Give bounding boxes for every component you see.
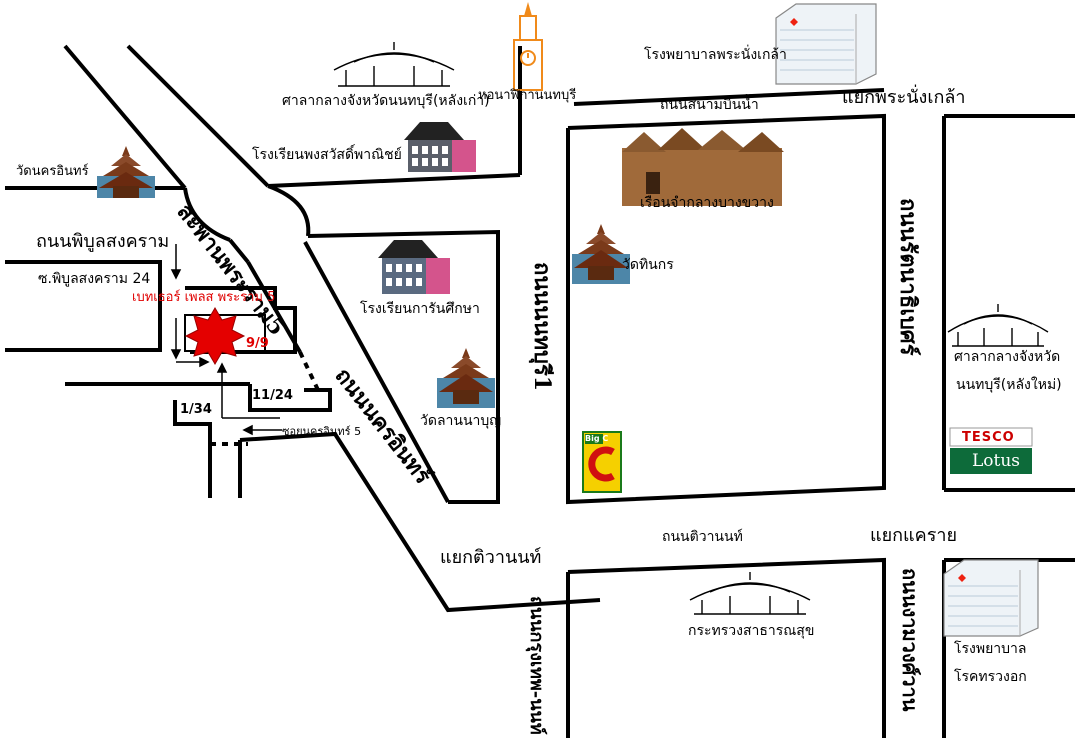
clock-tower-icon <box>513 2 543 91</box>
school-phongsawat-label: โรงเรียนพงสวัสดิ์พาณิชย์ <box>252 147 402 163</box>
road-tiwanon-label: ถนนติวานนท์ <box>662 529 743 545</box>
hospital-chest-label-2: โรคทรวงอก <box>954 669 1027 685</box>
road-ngamwongwan-label: ถนนงามวงศ์วาน <box>898 568 922 712</box>
temple-icon <box>437 348 495 408</box>
sala-new-label-2: นนทบุรี(หลังใหม่) <box>956 377 1062 393</box>
junction-khae-rai-label: แยกแคราย <box>870 525 958 546</box>
big-c-logo <box>582 431 622 493</box>
junction-tiwanon-label: แยกติวานนท์ <box>440 547 542 568</box>
wat-nakhon-in-label: วัดนครอินทร์ <box>16 164 89 179</box>
soi-phibun24-label: ซ.พิบูลสงคราม 24 <box>38 271 151 287</box>
road-phibun-label: ถนนพิบูลสงคราม <box>36 231 170 252</box>
pavilion-icon <box>333 42 455 87</box>
pavilion-icon <box>689 572 811 615</box>
hotel-name-label: เบทเธอร์ เพลส พระราม 5 <box>132 290 276 305</box>
hospital-phranangklao-label: โรงพยาบาลพระนั่งเกล้า <box>644 47 787 63</box>
hospital-icon <box>775 3 877 85</box>
temple-icon <box>97 146 155 198</box>
soi-nakhon5-label: ซอยนครอินทร์ 5 <box>282 425 362 438</box>
pavilion-icon <box>947 304 1049 347</box>
route-arrows <box>170 244 282 436</box>
address-11-24-label: 11/24 <box>252 388 293 403</box>
temple-icon <box>572 224 630 284</box>
hotel-marker-icon <box>184 307 266 365</box>
road-lines <box>5 44 1075 738</box>
tesco-text: TESCO <box>962 430 1015 445</box>
road-krungthep-non-label: ถนนกรุงเทพ-นนท์ <box>526 596 547 735</box>
school-karan-label: โรงเรียนการันศึกษา <box>360 301 480 317</box>
road-sanambinnam-label: ถนนสนามบินน้ำ <box>660 97 759 113</box>
hospital-icon <box>943 559 1039 637</box>
prison-label: เรือนจำกลางบางขวาง <box>640 195 774 211</box>
address-9-9-label: 9/9 <box>246 336 269 351</box>
lotus-text: Lotus <box>972 451 1021 471</box>
big-c-text: Big C <box>585 434 609 443</box>
address-1-34-label: 1/34 <box>180 402 212 417</box>
road-rattanathibet-label: ถนนรัตนาธิเบศร์ <box>895 198 921 356</box>
tesco-lotus-logo <box>949 427 1033 474</box>
clock-tower-label: หอนาฬิกานนทบุรี <box>478 88 577 103</box>
sala-new-label-1: ศาลากลางจังหวัด <box>954 349 1061 365</box>
prison-icon <box>622 128 784 206</box>
school-icon <box>378 240 450 294</box>
junction-phranangklao-label: แยกพระนั่งเกล้า <box>842 87 966 108</box>
wat-lanbun-label: วัดลานนาบุญ <box>420 413 502 429</box>
school-icon <box>404 122 476 172</box>
moph-label: กระทรวงสาธารณสุข <box>688 623 815 639</box>
road-nonthaburi1-label: ถนนนนทบุรี1 <box>529 262 555 392</box>
wat-thinakon-label: วัดทินกร <box>622 257 674 273</box>
hospital-chest-label-1: โรงพยาบาล <box>954 641 1027 657</box>
sala-old-label: ศาลากลางจังหวัดนนทบุรี(หลังเก่า) <box>282 93 490 109</box>
